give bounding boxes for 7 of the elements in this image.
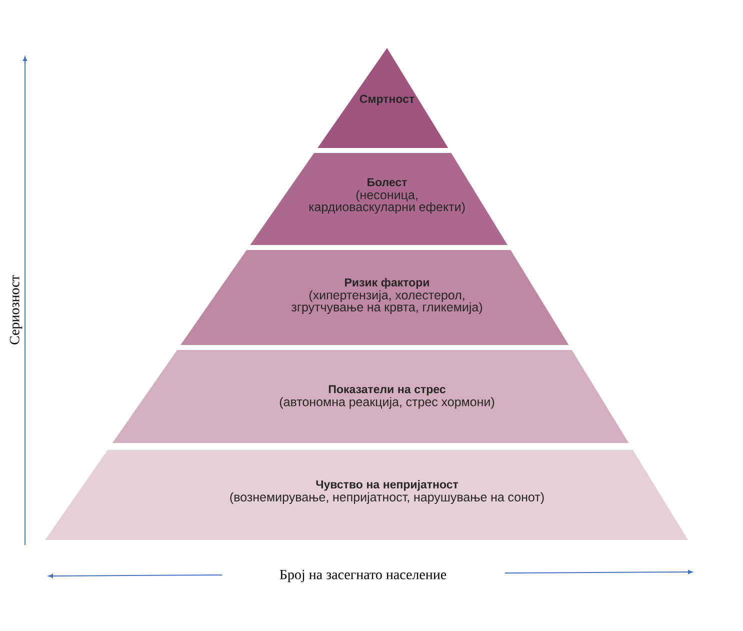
axis-label: Сериозност [10,275,22,344]
pyramid-level: Болест (несоница, кардиоваскуларни ефекти) [250,153,508,245]
pyramid-level: Чувство на непријатност (вознемирување, непријатност, нарушување на сонот) [45,450,688,540]
pyramid-level: Показатели на стрес (автономна реакција, стрес хормони) [112,350,629,443]
axis-label: Број на засегнато население [280,570,446,582]
pyramid-level: Ризик фактори (хипертензија, холестерол, згрутчување на крвта, гликемија) [180,250,569,345]
pyramid-level: Смртност [318,48,448,148]
